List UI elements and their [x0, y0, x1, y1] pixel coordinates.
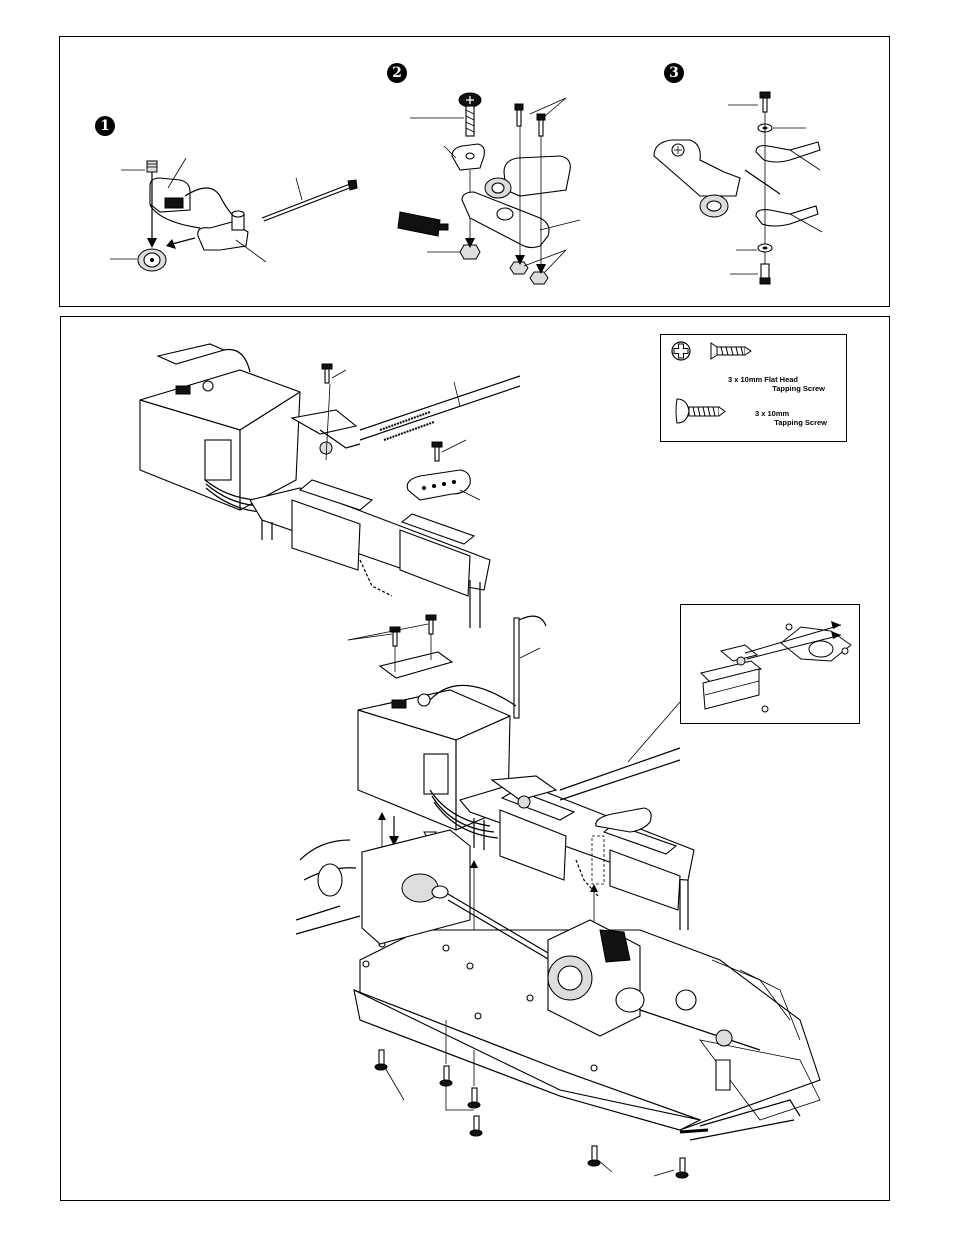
legend-label-line: Tapping Screw	[701, 384, 825, 393]
tapping-screw-label: 3 x 10mm Tapping Screw	[741, 409, 827, 427]
main-assembly-panel	[60, 316, 890, 1201]
step-number-badge: 1	[95, 116, 115, 136]
flat-head-screw-icon	[711, 343, 751, 359]
inset-graphics	[681, 605, 861, 725]
step-number-badge: 2	[387, 63, 407, 83]
legend-label-line: 3 x 10mm	[741, 409, 827, 418]
step-number-badge: 3	[664, 63, 684, 83]
pan-head-screw-icon	[676, 399, 725, 423]
detail-inset	[680, 604, 860, 724]
step-panel	[59, 36, 890, 307]
phillips-head-icon	[672, 342, 690, 360]
legend-label-line: Tapping Screw	[741, 418, 827, 427]
legend-label-line: 3 x 10mm Flat Head	[701, 375, 825, 384]
screw-legend: 3 x 10mm Flat Head Tapping Screw 3 x 10m…	[660, 334, 847, 442]
flat-head-screw-label: 3 x 10mm Flat Head Tapping Screw	[701, 375, 825, 393]
